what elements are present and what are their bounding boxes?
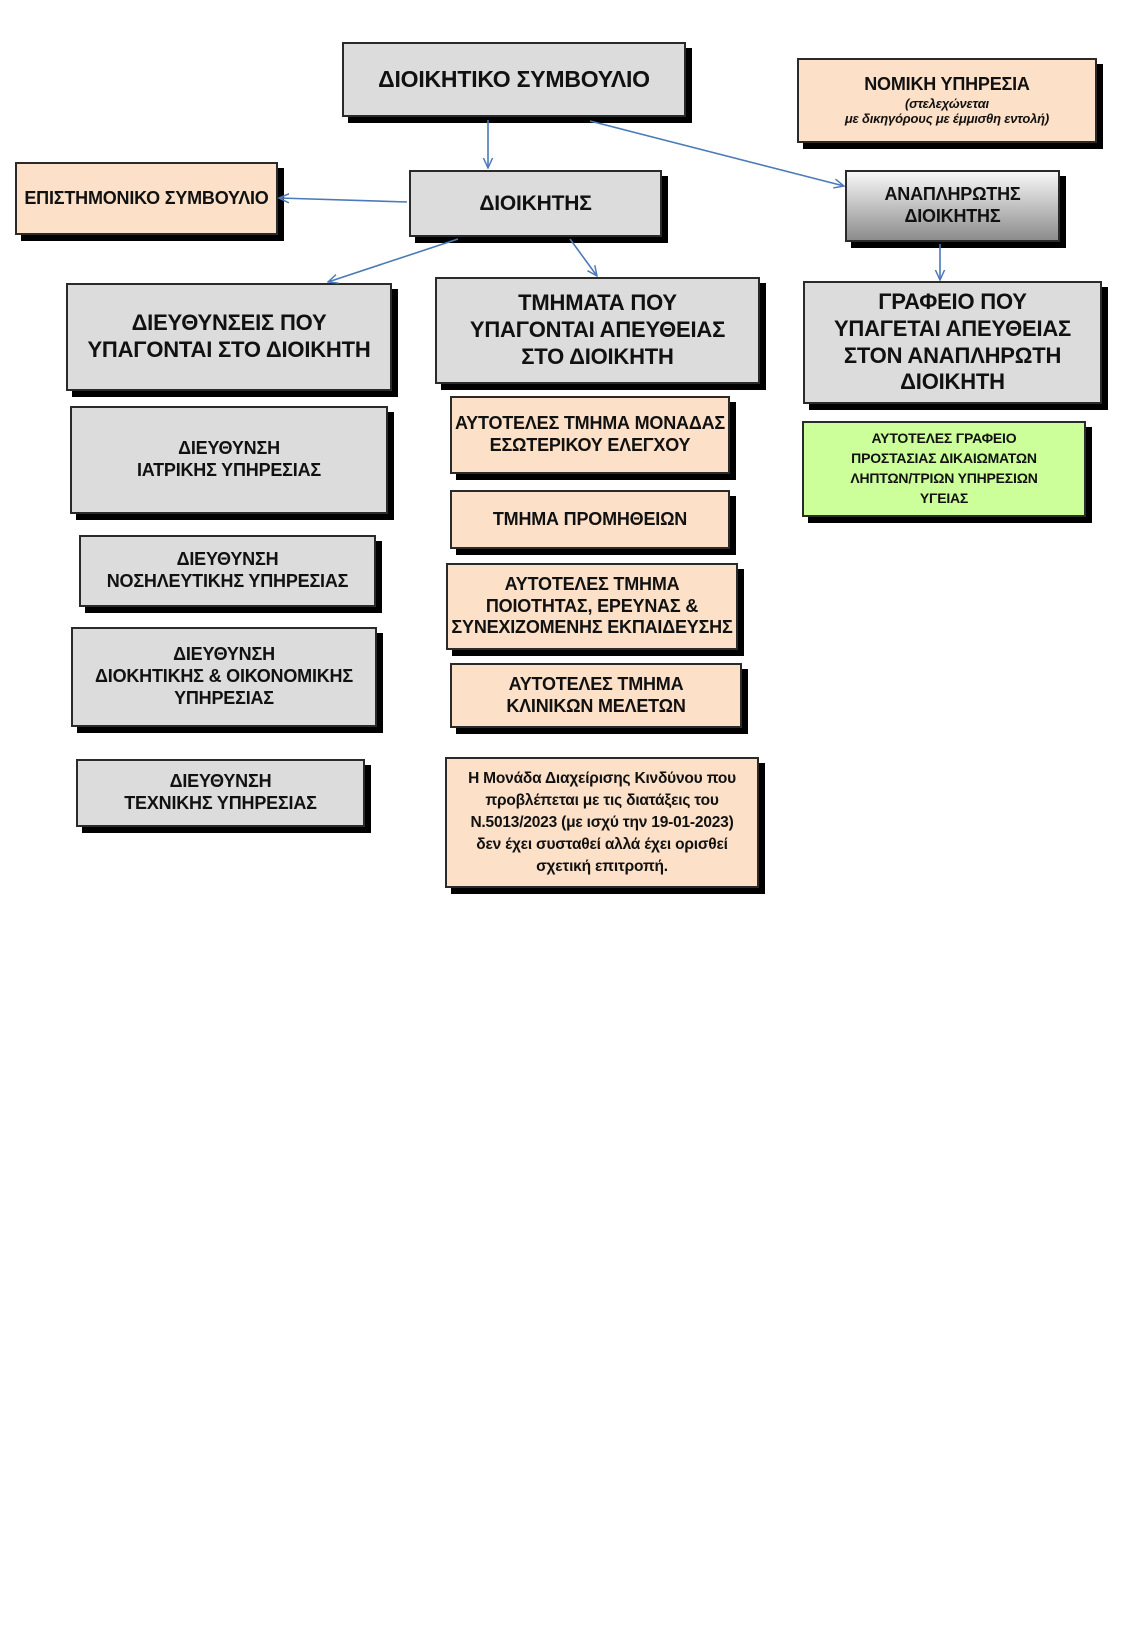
departments-header-box: ΤΜΗΜΑΤΑ ΠΟΥ ΥΠΑΓΟΝΤΑΙ ΑΠΕΥΘΕΙΑΣ ΣΤΟ ΔΙΟΙ… xyxy=(435,277,760,384)
patient-rights-office-label: ΑΥΤΟΤΕΛΕΣ ΓΡΑΦΕΙΟ ΠΡΟΣΤΑΣΙΑΣ ΔΙΚΑΙΩΜΑΤΩΝ… xyxy=(850,430,1038,506)
deputy-office-header-box: ΓΡΑΦΕΙΟ ΠΟΥ ΥΠΑΓΕΤΑΙ ΑΠΕΥΘΕΙΑΣ ΣΤΟΝ ΑΝΑΠ… xyxy=(803,281,1102,404)
governor-box: ΔΙΟΙΚΗΤΗΣ xyxy=(409,170,662,237)
deputy-governor-box: ΑΝΑΠΛΗΡΩΤΗΣ ΔΙΟΙΚΗΤΗΣ xyxy=(845,170,1060,242)
arrow-governor-to-departments xyxy=(569,238,597,276)
department-internal-audit-label: ΑΥΤΟΤΕΛΕΣ ΤΜΗΜΑ ΜΟΝΑΔΑΣ ΕΣΩΤΕΡΙΚΟΥ ΕΛΕΓΧ… xyxy=(455,413,725,455)
scientific-council-box: ΕΠΙΣΤΗΜΟΝΙΚΟ ΣΥΜΒΟΥΛΙΟ xyxy=(15,162,278,235)
department-clinical-studies-box: ΑΥΤΟΤΕΛΕΣ ΤΜΗΜΑ ΚΛΙΝΙΚΩΝ ΜΕΛΕΤΩΝ xyxy=(450,663,742,728)
department-procurement-label: ΤΜΗΜΑ ΠΡΟΜΗΘΕΙΩΝ xyxy=(492,508,688,529)
arrow-board-to-deputy xyxy=(589,120,844,186)
legal-service-box: ΝΟΜΙΚΗ ΥΠΗΡΕΣΙΑ (στελεχώνεται με δικηγόρ… xyxy=(797,58,1097,143)
governor-label: ΔΙΟΙΚΗΤΗΣ xyxy=(479,191,592,215)
department-procurement-box: ΤΜΗΜΑ ΠΡΟΜΗΘΕΙΩΝ xyxy=(450,490,730,549)
directorate-admin-finance-label: ΔΙΕΥΘΥΝΣΗ ΔΙΟΚΗΤΙΚΗΣ & ΟΙΚΟΝΟΜΙΚΗΣ ΥΠΗΡΕ… xyxy=(95,644,353,708)
risk-management-note-box: Η Μονάδα Διαχείρισης Κινδύνου που προβλέ… xyxy=(445,757,759,888)
scientific-council-label: ΕΠΙΣΤΗΜΟΝΙΚΟ ΣΥΜΒΟΥΛΙΟ xyxy=(24,187,269,208)
patient-rights-office-box: ΑΥΤΟΤΕΛΕΣ ΓΡΑΦΕΙΟ ΠΡΟΣΤΑΣΙΑΣ ΔΙΚΑΙΩΜΑΤΩΝ… xyxy=(802,421,1086,517)
departments-header-label: ΤΜΗΜΑΤΑ ΠΟΥ ΥΠΑΓΟΝΤΑΙ ΑΠΕΥΘΕΙΑΣ ΣΤΟ ΔΙΟΙ… xyxy=(469,290,726,369)
directorate-medical-box: ΔΙΕΥΘΥΝΣΗ ΙΑΤΡΙΚΗΣ ΥΠΗΡΕΣΙΑΣ xyxy=(70,406,388,514)
department-internal-audit-box: ΑΥΤΟΤΕΛΕΣ ΤΜΗΜΑ ΜΟΝΑΔΑΣ ΕΣΩΤΕΡΙΚΟΥ ΕΛΕΓΧ… xyxy=(450,396,730,474)
directorate-nursing-box: ΔΙΕΥΘΥΝΣΗ ΝΟΣΗΛΕΥΤΙΚΗΣ ΥΠΗΡΕΣΙΑΣ xyxy=(79,535,376,607)
board-box: ΔΙΟΙΚΗΤΙΚΟ ΣΥΜΒΟΥΛΙΟ xyxy=(342,42,686,117)
directorate-admin-finance-box: ΔΙΕΥΘΥΝΣΗ ΔΙΟΚΗΤΙΚΗΣ & ΟΙΚΟΝΟΜΙΚΗΣ ΥΠΗΡΕ… xyxy=(71,627,377,727)
directorate-technical-label: ΔΙΕΥΘΥΝΣΗ ΤΕΧΝΙΚΗΣ ΥΠΗΡΕΣΙΑΣ xyxy=(124,771,317,813)
board-label: ΔΙΟΙΚΗΤΙΚΟ ΣΥΜΒΟΥΛΙΟ xyxy=(378,66,650,93)
directorate-medical-label: ΔΙΕΥΘΥΝΣΗ ΙΑΤΡΙΚΗΣ ΥΠΗΡΕΣΙΑΣ xyxy=(136,438,321,480)
directorates-header-label: ΔΙΕΥΘΥΝΣΕΙΣ ΠΟΥ ΥΠΑΓΟΝΤΑΙ ΣΤΟ ΔΙΟΙΚΗΤΗ xyxy=(87,310,371,362)
directorates-header-box: ΔΙΕΥΘΥΝΣΕΙΣ ΠΟΥ ΥΠΑΓΟΝΤΑΙ ΣΤΟ ΔΙΟΙΚΗΤΗ xyxy=(66,283,392,391)
arrow-governor-to-directorates xyxy=(328,238,459,282)
legal-service-title: ΝΟΜΙΚΗ ΥΠΗΡΕΣΙΑ xyxy=(864,73,1030,94)
directorate-nursing-label: ΔΙΕΥΘΥΝΣΗ ΝΟΣΗΛΕΥΤΙΚΗΣ ΥΠΗΡΕΣΙΑΣ xyxy=(106,549,349,591)
arrow-governor-to-scientific-council xyxy=(279,198,408,202)
department-quality-research-label: ΑΥΤΟΤΕΛΕΣ ΤΜΗΜΑ ΠΟΙΟΤΗΤΑΣ, ΕΡΕΥΝΑΣ & ΣΥΝ… xyxy=(451,573,733,638)
directorate-technical-box: ΔΙΕΥΘΥΝΣΗ ΤΕΧΝΙΚΗΣ ΥΠΗΡΕΣΙΑΣ xyxy=(76,759,365,827)
legal-service-note-line1: (στελεχώνεται xyxy=(905,95,989,111)
department-clinical-studies-label: ΑΥΤΟΤΕΛΕΣ ΤΜΗΜΑ ΚΛΙΝΙΚΩΝ ΜΕΛΕΤΩΝ xyxy=(506,673,686,716)
deputy-governor-label: ΑΝΑΠΛΗΡΩΤΗΣ ΔΙΟΙΚΗΤΗΣ xyxy=(884,184,1021,226)
legal-service-note-line2: με δικηγόρους με έμμισθη εντολή) xyxy=(844,111,1050,127)
deputy-office-header-label: ΓΡΑΦΕΙΟ ΠΟΥ ΥΠΑΓΕΤΑΙ ΑΠΕΥΘΕΙΑΣ ΣΤΟΝ ΑΝΑΠ… xyxy=(833,288,1072,395)
department-quality-research-box: ΑΥΤΟΤΕΛΕΣ ΤΜΗΜΑ ΠΟΙΟΤΗΤΑΣ, ΕΡΕΥΝΑΣ & ΣΥΝ… xyxy=(446,563,738,650)
risk-management-note-text: Η Μονάδα Διαχείρισης Κινδύνου που προβλέ… xyxy=(468,769,736,875)
